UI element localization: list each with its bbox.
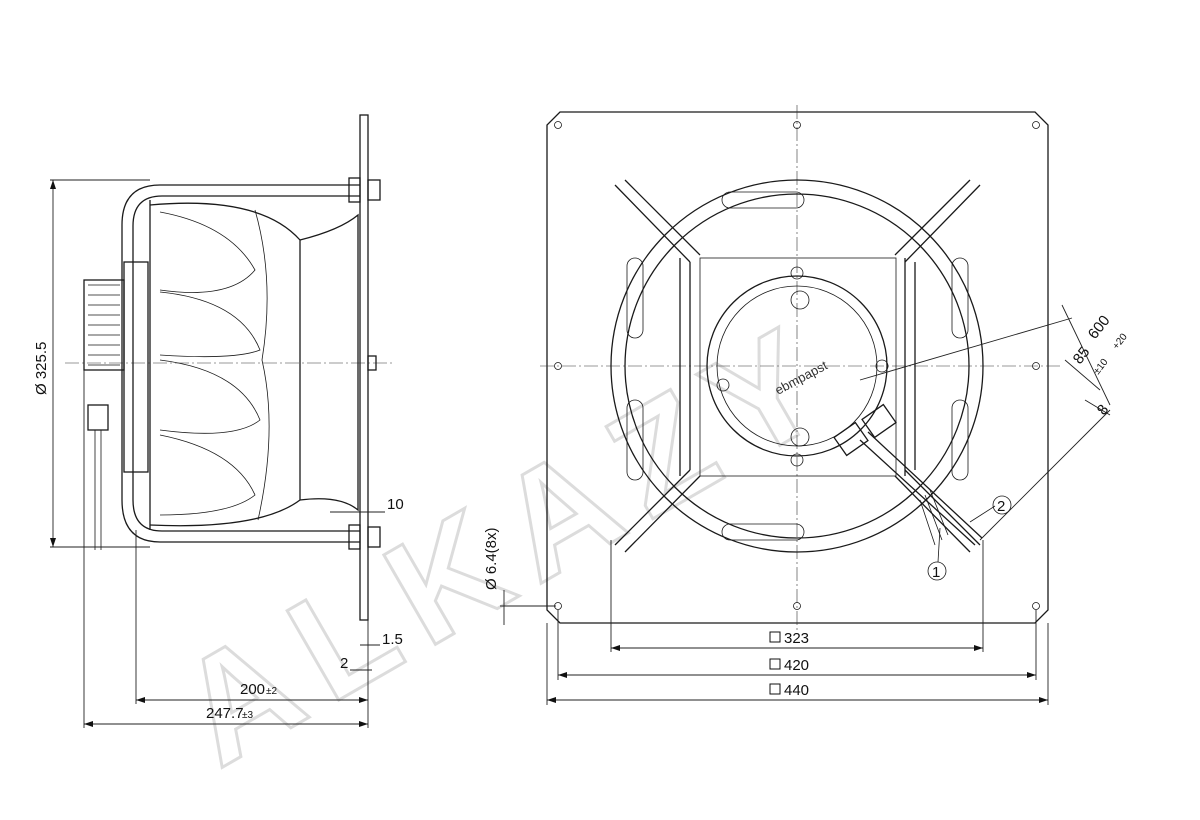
motor-square [699,257,897,477]
callout-1-leader [937,527,941,563]
motor-hub-bottom [790,427,810,447]
bolt-bottom [348,524,361,550]
motor-hub-top [790,290,810,310]
dim-247-label: 247.7 [206,705,244,722]
impeller-body [149,202,301,527]
inlet-cone [299,213,359,512]
blade-edge [254,209,270,521]
strut-bl [614,469,691,546]
square-symbol-440 [769,683,781,695]
motor-fins [88,284,120,366]
callout-2-leader [969,505,996,523]
hole-bc [793,602,801,610]
motor-screw-left [716,378,730,392]
nut-top [367,179,381,201]
hole-br [1032,602,1040,610]
motor-flange [123,261,149,473]
slot-right-top [951,257,969,339]
side-view [65,114,395,621]
slot-bottom [721,523,805,541]
blade-3 [159,359,261,434]
hole-ml [554,362,562,370]
dim-10-label: 10 [387,496,404,513]
slot-left-top [626,257,644,339]
strut-bl-b [624,475,701,553]
strut-vert-left [679,258,691,476]
dim-247-tol: ±3 [242,710,253,721]
strut-tr-b [894,179,971,256]
strut-tr [904,184,981,263]
dim-420-label: 420 [784,657,809,674]
ring-slots [626,191,969,541]
strut-tl [614,184,691,263]
inlet-ring-outer [610,179,984,553]
bolt-top [348,177,361,203]
hole-tc [793,121,801,129]
dim-1-5-label: 1.5 [382,631,403,648]
dim-diameter-label: Ø 325.5 [33,342,50,395]
cable-wires [919,489,949,546]
blade-1 [159,211,256,293]
hole-mr [1032,362,1040,370]
nut-center [367,355,377,371]
motor-disc-inner [716,285,878,447]
nut-bottom [367,526,381,548]
blade-2 [159,291,261,358]
dim-440-label: 440 [784,682,809,699]
front-cable [859,431,983,546]
cable-600-label: 600 [1085,312,1114,342]
square-symbol-323 [769,631,781,643]
callout-2-circle [992,495,1012,515]
strut-vert-right [904,258,916,476]
inlet-ring-inner [624,193,970,539]
strut-tl-b [624,179,701,256]
base-plate [546,111,1049,624]
callout-2-label: 2 [997,498,1005,515]
bracket-outer [121,184,360,543]
callout-1-label: 1 [932,564,940,581]
cable-gland [87,404,109,431]
side-dimensions: Ø 325.5 10 1.5 2 200 ±2 247.7 ±3 [33,179,404,728]
front-cable-gland-2 [861,403,897,439]
callout-1-circle [927,561,947,581]
support-struts [614,179,981,553]
hole-tl [554,121,562,129]
motor-screw-bottom [790,453,804,467]
hole-tr [1032,121,1040,129]
hole-label: Ø 6.4(8x) [483,527,500,590]
dim-8-line [1084,399,1111,416]
square-symbol-420 [769,658,781,670]
cable [94,430,102,550]
slot-left-bottom [626,399,644,481]
dim-323-label: 323 [784,630,809,647]
cable-600-tol: +20 [1111,331,1130,351]
strut-br [904,469,981,546]
motor-screw-top [790,266,804,280]
motor-disc [706,275,888,457]
dim-200-tol: ±2 [266,686,277,697]
cable-dim-guide [979,409,1111,541]
slot-right-bottom [951,399,969,481]
front-cable-gland [833,421,869,457]
dim-85-line [1064,359,1101,391]
ext-600 [859,317,1073,381]
motor-screw-right [875,359,889,373]
dim-2-label: 2 [340,655,348,672]
blade-4 [159,434,256,516]
dim-200-label: 200 [240,681,265,698]
dim-600-line [1061,304,1111,406]
cable-85-label: 85 [1070,344,1094,368]
slot-top [721,191,805,209]
